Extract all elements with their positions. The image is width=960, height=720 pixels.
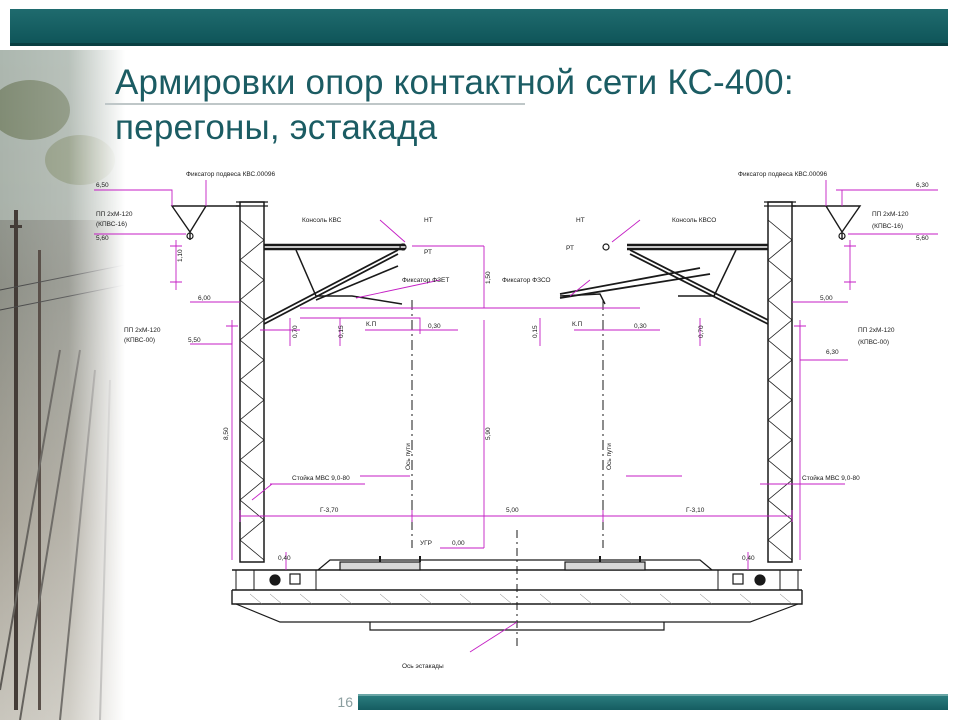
dim-000: 0,00: [452, 540, 465, 547]
title-divider: [105, 103, 525, 105]
title-line-1: Армировки опор контактной сети КС-400:: [115, 63, 794, 102]
label-kpvs-right-mid: (КПВС-00): [858, 339, 889, 346]
label-console-left: Консоль КВС: [302, 217, 342, 224]
label-axis-bottom: Ось эстакады: [402, 663, 444, 670]
dim-600: 6,00: [198, 295, 211, 302]
dim-500-r: 5,00: [820, 295, 833, 302]
label-pt-left-top: ПП 2хМ-120: [96, 211, 133, 218]
label-rt-right: РТ: [566, 245, 574, 252]
dim-110: 1,10: [177, 249, 184, 262]
catenary-support-drawing: Фиксатор подвеса КВС.00096 Фиксатор подв…: [94, 171, 938, 670]
dim-040: 0,40: [278, 555, 291, 562]
dim-g-right: Г-3,10: [686, 507, 705, 514]
bottom-banner: [358, 694, 948, 710]
label-nt-right: НТ: [576, 217, 585, 224]
dim-070-r: 0,70: [698, 325, 705, 338]
dim-030: 0,30: [428, 323, 441, 330]
dim-150: 1,50: [485, 271, 492, 284]
label-pole-right: Стойка МВС 9,0-80: [802, 474, 860, 482]
dim-560-r: 5,60: [916, 235, 929, 242]
label-axis-right: Ось пути: [606, 443, 613, 470]
dim-015: 0,15: [338, 325, 345, 338]
label-fix-fzet: Фиксатор ФЗЕТ: [402, 277, 449, 284]
dim-590: 5,90: [485, 427, 492, 440]
label-fixator-left: Фиксатор подвеса КВС.00096: [186, 171, 275, 178]
dim-015-r: 0,15: [532, 325, 539, 338]
label-pt-left-mid: ПП 2хМ-120: [124, 327, 161, 334]
label-kp-left: К.П: [366, 321, 377, 328]
dim-630-r: 6,30: [916, 182, 929, 189]
label-console-right: Консоль КВСО: [672, 217, 716, 224]
label-kpvs-right-top: (КПВС-16): [872, 223, 903, 230]
label-nt-left: НТ: [424, 217, 433, 224]
label-pt-right-mid: ПП 2хМ-120: [858, 327, 895, 334]
label-kpvs-left-mid: (КПВС-00): [124, 337, 155, 344]
right-pole: [764, 201, 796, 563]
dim-850: 8,50: [223, 427, 230, 440]
dim-550: 5,50: [188, 337, 201, 344]
top-banner: [10, 9, 948, 46]
label-pole-left: Стойка МВС 9,0-80: [292, 474, 350, 482]
dim-g-left: Г-3,70: [320, 507, 339, 514]
dim-030-r: 0,30: [634, 323, 647, 330]
label-axis-left: Ось пути: [405, 443, 412, 470]
dim-040-r: 0,40: [742, 555, 755, 562]
dim-650: 6,50: [96, 182, 109, 189]
dim-560: 5,60: [96, 235, 109, 242]
dim-070: 0,70: [292, 325, 299, 338]
slide-title: Армировки опор контактной сети КС-400: п…: [115, 60, 945, 150]
dim-500: 5,00: [506, 507, 519, 514]
railway-side-photo: [0, 50, 125, 720]
left-pole: [236, 201, 268, 563]
label-rt-left: РТ: [424, 249, 432, 256]
label-fix-fzso: Фиксатор ФЗСО: [502, 277, 551, 284]
label-kpvs-left-top: (КПВС-16): [96, 221, 127, 228]
title-line-2: перегоны, эстакада: [115, 108, 438, 147]
label-fixator-right: Фиксатор подвеса КВС.00096: [738, 171, 827, 178]
dim-630: 6,30: [826, 349, 839, 356]
label-pt-right-top: ПП 2хМ-120: [872, 211, 909, 218]
page-number: 16: [337, 694, 353, 710]
label-kp-right: К.П: [572, 321, 583, 328]
label-ugr: УГР: [420, 540, 432, 547]
